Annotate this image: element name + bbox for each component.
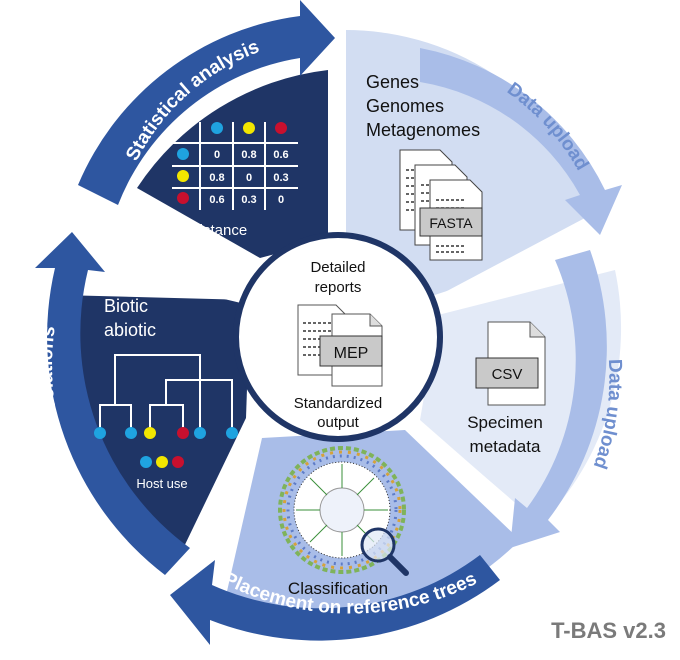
label-reports: reports [315,279,362,296]
host-dot-yellow [156,456,168,468]
matrix-cell: 0.3 [241,194,256,206]
label-metadata: metadata [470,437,541,456]
label-distance: Distance [189,222,247,239]
arrow-placement [170,555,500,645]
sector-associations [58,295,251,555]
arrow-associations [35,232,190,575]
arrow-data-upload-1 [420,48,622,235]
matrix-cell: 0.8 [241,149,256,161]
distance-matrix: 0 0.8 0.6 0.8 0 0.3 0.6 0.3 0 [172,122,298,210]
label-output: output [317,414,360,431]
matrix-cell: 0.6 [209,194,224,206]
matrix-cell: 0.8 [209,172,224,184]
label-standardized: Standardized [294,395,382,412]
sector-data-upload-genes [346,30,600,300]
phylogenetic-tree-icon [278,446,406,574]
label-genomes: Genomes [366,96,444,116]
label-detailed: Detailed [310,259,365,276]
matrix-dot-yellow-col [243,122,255,134]
csv-document-icon [475,321,546,406]
label-biotic: Biotic [104,296,148,316]
matrix-cell: 0.6 [273,149,288,161]
label-specimen: Specimen [467,413,543,432]
matrix-cell: 0 [278,194,284,206]
fasta-documents-icon [399,149,483,261]
leaf-dot-red [177,427,189,439]
leaf-dot-blue [94,427,106,439]
host-dot-blue [140,456,152,468]
arrow-data-upload-2 [510,250,607,548]
label-csv: CSV [492,366,523,383]
mep-documents-icon [297,304,383,387]
matrix-cell: 0 [246,172,252,184]
matrix-dot-red-row [177,192,189,204]
label-mep: MEP [334,345,369,362]
magnifier-icon [360,527,409,576]
matrix-dot-blue-row [177,148,189,160]
label-genes: Genes [366,72,419,92]
leaf-dot-yellow [144,427,156,439]
version-label: T-BAS v2.3 [551,618,666,643]
leaf-dot-blue [226,427,238,439]
label-classification: Classification [288,579,388,598]
dendrogram [99,354,233,432]
matrix-dot-red-col [275,122,287,134]
label-metagenomes: Metagenomes [366,120,480,140]
label-host-use: Host use [136,476,187,491]
matrix-cell: 0.3 [273,172,288,184]
label-fasta: FASTA [429,215,473,231]
leaf-dot-blue [125,427,137,439]
matrix-cell: 0 [214,149,220,161]
leaf-dot-blue [194,427,206,439]
host-dot-red [172,456,184,468]
matrix-dot-yellow-row [177,170,189,182]
label-abiotic: abiotic [104,320,156,340]
arrow-statistical-analysis [78,0,335,205]
label-matrix: matrix [198,243,239,260]
matrix-dot-blue-col [211,122,223,134]
